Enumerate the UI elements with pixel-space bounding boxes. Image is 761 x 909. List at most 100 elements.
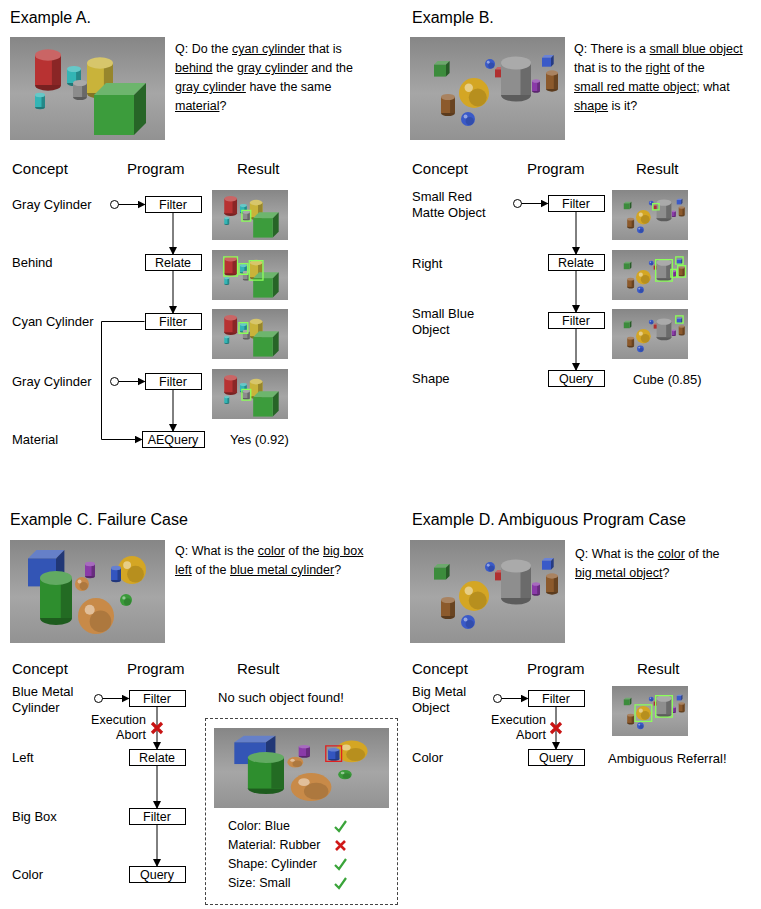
cube-side — [630, 202, 632, 210]
question-text: Q: What is thecolorof thebig metal objec… — [575, 545, 757, 583]
scene-ground — [612, 190, 688, 240]
question-word: ; — [696, 78, 699, 97]
highlight-box — [678, 266, 686, 278]
sphere-highlight — [78, 580, 82, 584]
cube-front — [677, 200, 681, 204]
question-word: of the — [195, 561, 226, 580]
question-word: what — [703, 78, 729, 97]
result-thumbnail — [612, 309, 688, 359]
concept-phrase: gray cylinder — [175, 78, 246, 97]
program-box: Filter — [145, 196, 202, 213]
scene-image — [410, 540, 565, 643]
cylinder-top — [627, 218, 634, 221]
program-box: Query — [548, 370, 605, 387]
result-thumbnail — [212, 369, 288, 419]
program-op: Filter — [542, 692, 570, 706]
sphere — [649, 261, 654, 266]
check-stroke — [335, 878, 346, 888]
cylinder-top — [224, 396, 229, 398]
sphere — [78, 598, 114, 634]
sphere — [459, 78, 489, 108]
scene-image — [410, 37, 565, 140]
cylinder-top — [240, 204, 247, 207]
concept-phrase: color — [658, 545, 685, 564]
cube-front — [253, 218, 273, 237]
scene-ground — [410, 540, 565, 643]
diagram-label: Concept — [412, 660, 468, 678]
cylinder-top — [35, 93, 45, 97]
attribute-line: Shape: Cylinder — [228, 856, 317, 872]
result-thumbnail — [612, 190, 688, 240]
highlight-box — [224, 257, 238, 276]
cylinder-top — [441, 94, 455, 100]
diagram-label: Cyan Cylinder — [12, 314, 94, 330]
input-circle — [494, 695, 502, 703]
input-circle — [111, 201, 119, 209]
sphere-shade — [641, 275, 650, 284]
cylinder-body — [672, 211, 676, 216]
sphere-shade — [641, 711, 650, 720]
sphere-shade — [641, 334, 650, 343]
program-box: Query — [528, 749, 585, 766]
result-thumbnail — [212, 190, 288, 240]
scene-ground — [212, 309, 288, 359]
sphere — [287, 757, 303, 768]
concept-phrase: right — [646, 59, 670, 78]
program-flow-arrow — [157, 825, 158, 866]
input-circle — [111, 378, 119, 386]
diagram-label: Yes (0.92) — [230, 432, 289, 448]
cube-front — [542, 561, 551, 570]
program-op: AEQuery — [148, 433, 199, 447]
cube-front — [624, 263, 630, 269]
cylinder-top — [224, 375, 237, 381]
scene-image — [10, 540, 165, 643]
cylinder-top — [224, 217, 229, 219]
diagram-label: Ambiguous Referral! — [608, 751, 727, 767]
input-circle — [95, 695, 103, 703]
cylinder-top — [657, 318, 672, 324]
cross-stroke — [336, 841, 345, 850]
input-arrow — [522, 203, 548, 204]
scene-ground — [212, 190, 288, 240]
check-mark — [334, 858, 347, 871]
diagram-label: Program — [127, 660, 185, 678]
highlight-box — [635, 705, 652, 722]
sphere-shade — [127, 566, 144, 583]
sphere — [637, 226, 644, 233]
sphere-highlight — [638, 347, 640, 349]
cylinder-top — [250, 200, 263, 206]
diagram-label: Left — [12, 750, 34, 766]
cube-side — [134, 83, 146, 135]
sphere-shade — [488, 566, 494, 572]
scene-ground — [612, 309, 688, 359]
sphere — [637, 345, 644, 352]
cylinder-top — [243, 211, 250, 214]
cube-side — [446, 564, 450, 580]
program-op: Filter — [562, 314, 590, 328]
scene-ground — [612, 686, 688, 736]
cylinder-top — [67, 66, 81, 72]
input-circle — [514, 200, 522, 208]
diagram-label: Result — [636, 160, 679, 178]
question-word: Q: There is a — [574, 40, 646, 59]
question-text: Q: There is asmall blue objectthat is to… — [574, 40, 758, 116]
cylinder-top — [328, 748, 339, 751]
question-word: of the — [688, 545, 719, 564]
cylinder-top — [679, 266, 685, 269]
abort-cross — [551, 723, 561, 733]
sphere-highlight — [465, 587, 473, 595]
cylinder-top — [501, 559, 531, 572]
concept-phrase: material — [175, 97, 219, 116]
diagram-label: Result — [237, 660, 280, 678]
input-arrow — [119, 381, 145, 382]
cube-front — [624, 203, 630, 209]
cylinder-top — [111, 566, 121, 570]
attribute-line: Material: Rubber — [228, 837, 320, 853]
question-word: of the — [288, 542, 319, 561]
program-op: Query — [140, 868, 174, 882]
cylinder-top — [441, 597, 455, 603]
cylinder-top — [85, 562, 95, 566]
question-word: ? — [219, 97, 226, 116]
sphere — [75, 577, 89, 591]
